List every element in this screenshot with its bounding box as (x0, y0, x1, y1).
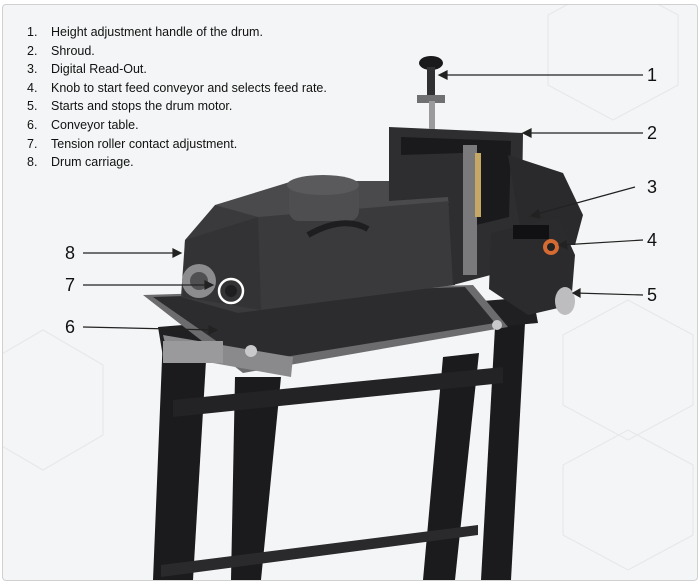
hexagon-background (3, 5, 694, 571)
parts-list-item: 4.Knob to start feed conveyor and select… (27, 80, 327, 95)
height-adjustment-handle (417, 56, 445, 129)
callout-number-1: 1 (647, 65, 658, 85)
parts-list-item: 1.Height adjustment handle of the drum. (27, 25, 263, 39)
parts-list-item: 7.Tension roller contact adjustment. (27, 136, 238, 151)
callout-arrow-8 (172, 248, 183, 258)
parts-list-item: 8.Drum carriage. (27, 155, 134, 170)
callout-arrow-6 (208, 325, 219, 335)
callout-number-4: 4 (647, 230, 658, 250)
callout-number-5: 5 (647, 285, 658, 305)
callout-line-5 (574, 292, 644, 296)
callout-arrow-7 (204, 280, 215, 290)
callout-arrow-3 (529, 208, 541, 219)
callout-number-2: 2 (647, 123, 658, 143)
callout-arrow-2 (521, 128, 532, 138)
shroud (389, 127, 583, 285)
callout-arrow-4 (557, 240, 568, 251)
callout-number-3: 3 (647, 177, 658, 197)
callout-number-7: 7 (65, 275, 76, 295)
control-box (489, 217, 575, 315)
stand (153, 323, 525, 580)
callout-arrow-5 (571, 287, 581, 299)
parts-list: 1.Height adjustment handle of the drum. … (27, 23, 327, 172)
callout-lines (82, 70, 644, 335)
callout-line-6 (82, 326, 216, 331)
parts-list-item: 6.Conveyor table. (27, 117, 139, 132)
parts-list-item: 5.Starts and stops the drum motor. (27, 99, 233, 114)
callout-number-6: 6 (65, 317, 76, 337)
parts-list-item: 3.Digital Read-Out. (27, 62, 147, 77)
callout-number-8: 8 (65, 243, 76, 263)
callout-line-3 (532, 186, 636, 216)
callout-line-4 (560, 239, 644, 246)
tension-roller-adjustment (182, 264, 245, 305)
callout-arrow-1 (437, 70, 448, 80)
parts-list-item: 2.Shroud. (27, 43, 95, 58)
drum-sander-illustration (143, 56, 583, 580)
diagram-frame: 1.Height adjustment handle of the drum. … (2, 4, 698, 581)
